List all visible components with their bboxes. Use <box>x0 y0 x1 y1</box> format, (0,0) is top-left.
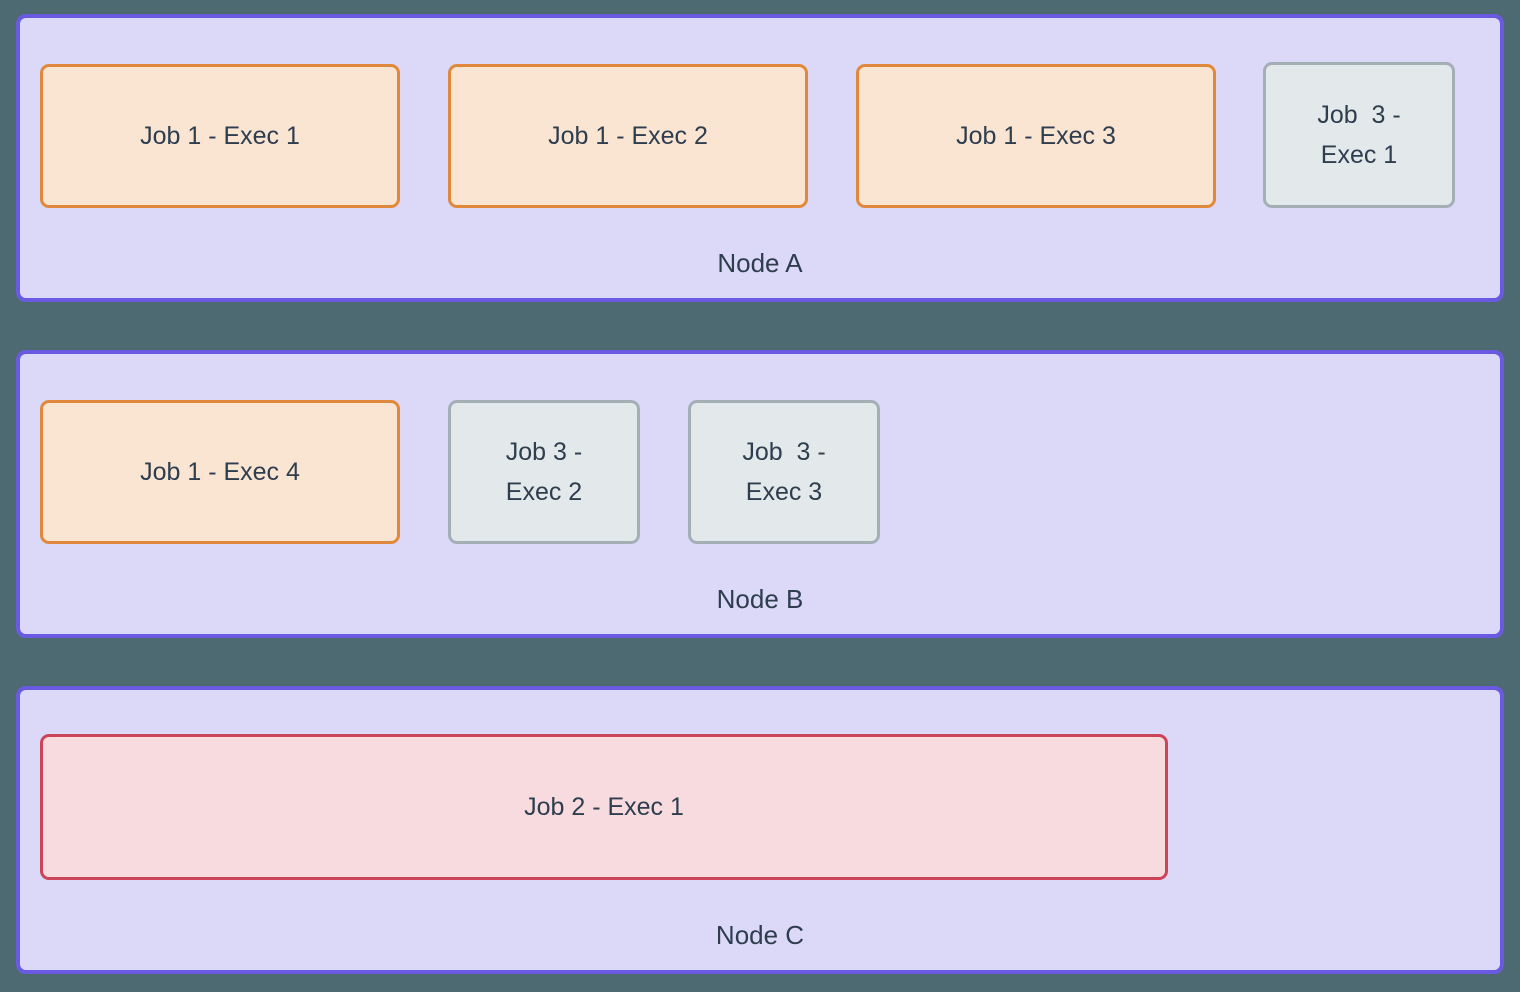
job2-exec1-label: Job 2 - Exec 1 <box>524 793 684 821</box>
job1-exec4-label: Job 1 - Exec 4 <box>140 458 300 486</box>
node-b-label: Node B <box>716 584 804 614</box>
node-c-container: Job 2 - Exec 1 Node C <box>16 686 1504 974</box>
job3-exec1-box: Job 3 - Exec 1 <box>1263 62 1455 208</box>
job1-exec4-box: Job 1 - Exec 4 <box>40 400 400 544</box>
job2-exec1-box: Job 2 - Exec 1 <box>40 734 1168 880</box>
job1-exec3-box: Job 1 - Exec 3 <box>856 64 1216 208</box>
job3-exec2-label: Job 3 - Exec 2 <box>505 438 583 506</box>
job3-exec1-label: Job 3 - Exec 1 <box>1317 101 1401 169</box>
job1-exec1-label: Job 1 - Exec 1 <box>140 122 300 150</box>
job1-exec2-label: Job 1 - Exec 2 <box>548 122 708 150</box>
job1-exec1-box: Job 1 - Exec 1 <box>40 64 400 208</box>
node-c-label: Node C <box>715 920 805 950</box>
node-a-label: Node A <box>717 248 803 278</box>
node-a-container: Job 1 - Exec 1 Job 1 - Exec 2 Job 1 - Ex… <box>16 14 1504 302</box>
job3-exec3-box: Job 3 - Exec 3 <box>688 400 880 544</box>
job1-exec3-label: Job 1 - Exec 3 <box>956 122 1116 150</box>
job3-exec3-label: Job 3 - Exec 3 <box>742 438 826 506</box>
job3-exec2-box: Job 3 - Exec 2 <box>448 400 640 544</box>
node-b-container: Job 1 - Exec 4 Job 3 - Exec 2 Job 3 - Ex… <box>16 350 1504 638</box>
job1-exec2-box: Job 1 - Exec 2 <box>448 64 808 208</box>
